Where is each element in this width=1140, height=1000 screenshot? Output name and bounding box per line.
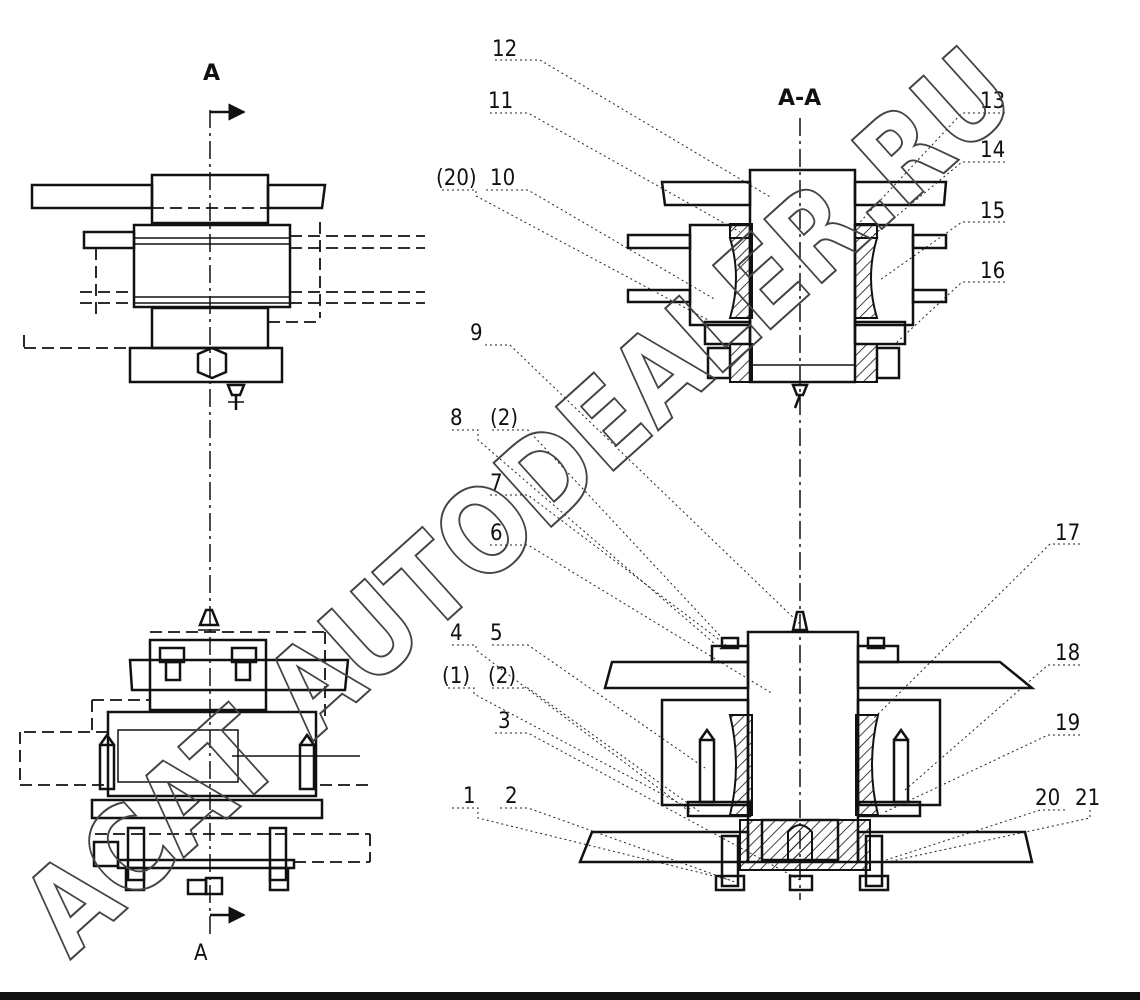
callout-6: 6 bbox=[490, 521, 503, 546]
callout-18: 18 bbox=[1055, 641, 1080, 666]
lower-section-right bbox=[578, 610, 1036, 892]
callout-1-paren: (1) bbox=[442, 664, 470, 689]
callout-15: 15 bbox=[980, 199, 1005, 224]
section-view-a-a bbox=[578, 118, 1036, 900]
labels: A A A-A 12 11 13 (20) 10 14 15 16 9 8 (2… bbox=[194, 37, 1100, 966]
view-title: A-A bbox=[778, 86, 821, 111]
left-view bbox=[19, 103, 425, 935]
callout-20-paren: (20) bbox=[436, 166, 477, 191]
callout-21: 21 bbox=[1075, 786, 1100, 811]
callout-11: 11 bbox=[488, 89, 513, 114]
section-mark-top: A bbox=[203, 61, 220, 86]
lower-assembly-left bbox=[19, 608, 371, 896]
callout-19: 19 bbox=[1055, 711, 1080, 736]
callout-14: 14 bbox=[980, 138, 1005, 163]
callout-2: 2 bbox=[505, 784, 518, 809]
callout-2-paren-top: (2) bbox=[490, 406, 518, 431]
bottom-border-bar bbox=[0, 992, 1140, 1000]
callout-20: 20 bbox=[1035, 786, 1060, 811]
callout-17: 17 bbox=[1055, 521, 1080, 546]
callout-1: 1 bbox=[463, 784, 476, 809]
callout-9: 9 bbox=[470, 321, 483, 346]
watermark: ACAT AUTODEALER.RU bbox=[0, 21, 1041, 982]
callout-10: 10 bbox=[490, 166, 515, 191]
section-mark-bottom: A bbox=[194, 941, 208, 966]
callout-16: 16 bbox=[980, 259, 1005, 284]
leader-lines bbox=[442, 59, 1091, 883]
callout-8: 8 bbox=[450, 406, 463, 431]
upper-section-right bbox=[626, 168, 948, 409]
watermark-text: ACAT AUTODEALER.RU bbox=[0, 22, 1040, 981]
callout-13: 13 bbox=[980, 89, 1005, 114]
callout-7: 7 bbox=[490, 471, 503, 496]
callout-3: 3 bbox=[498, 709, 511, 734]
upper-assembly-left bbox=[23, 173, 425, 410]
callout-12: 12 bbox=[492, 37, 517, 62]
callout-5: 5 bbox=[490, 621, 503, 646]
callout-2-paren: (2) bbox=[488, 664, 516, 689]
callout-4: 4 bbox=[450, 621, 463, 646]
